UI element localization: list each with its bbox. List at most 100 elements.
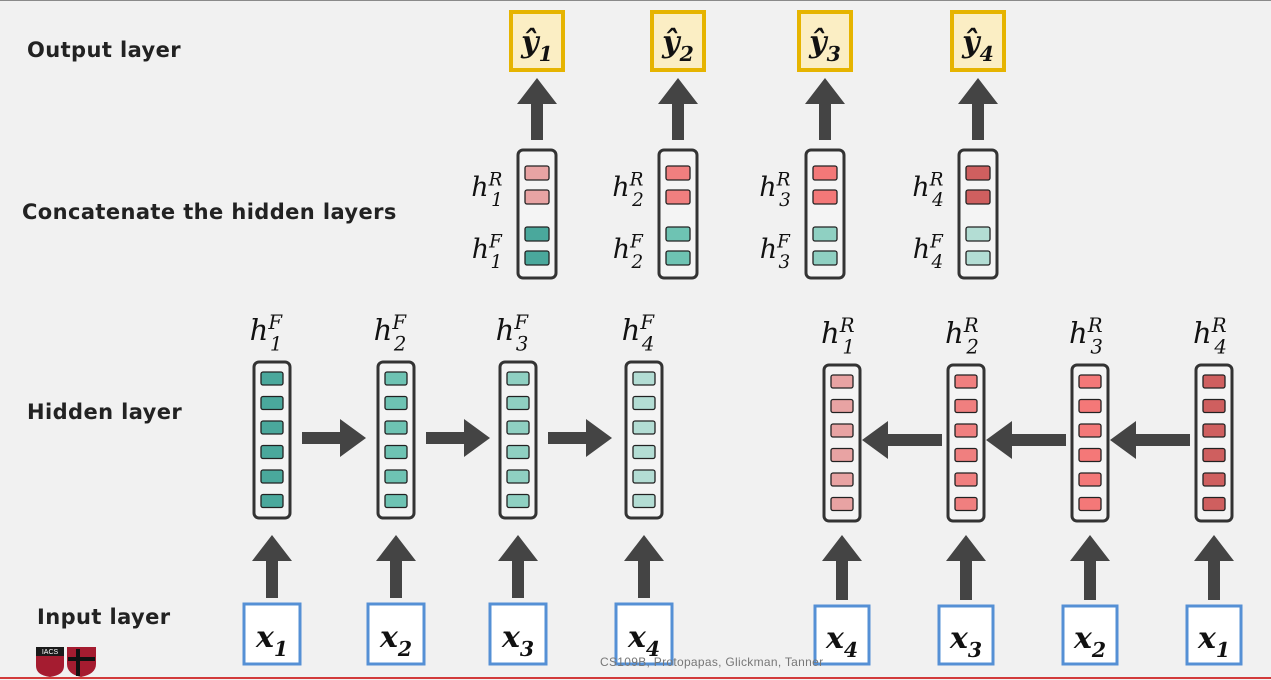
input-to-hidden-arrow [1194,535,1234,600]
hidden-unit [384,493,408,509]
forward-recurrence-arrow [302,419,366,457]
concat-f-unit [524,226,550,242]
forward-input-box [614,602,674,666]
hidden-unit [830,423,854,438]
hidden-unit [506,395,530,411]
hidden-to-output-arrow [658,78,698,140]
hidden-unit [260,371,284,386]
hidden-unit [1202,374,1226,389]
reverse-recurrence-arrow [1110,421,1190,459]
output-label: ŷ4 [961,25,994,66]
bottom-border-line [0,677,1271,679]
concat-r-unit [665,189,691,205]
input-layer-label: Input layer [37,605,171,629]
hidden-unit [954,374,978,389]
hidden-unit [260,493,284,509]
hidden-to-output-arrow [517,78,557,140]
hidden-unit [830,398,854,414]
hidden-unit [260,395,284,411]
hidden-unit [1078,472,1102,487]
reverse-input-box [813,604,871,666]
concat-f-unit [965,250,991,266]
concat-r-unit [524,165,550,181]
input-to-hidden-arrow [624,535,664,598]
hidden-unit [384,420,408,435]
output-box [950,10,1006,72]
concat-r-unit [524,189,550,205]
hidden-to-output-arrow [805,78,845,140]
input-to-hidden-arrow [498,535,538,598]
concat-r-unit [965,189,991,205]
concat-f-unit [812,250,838,266]
forward-input-label: x1 [255,620,288,661]
hidden-unit [1202,447,1226,463]
hidden-unit [1202,496,1226,512]
hidden-unit [632,395,656,411]
hidden-unit [1078,496,1102,512]
concat-f-unit [665,250,691,266]
hidden-unit [384,444,408,460]
footer-credit: CS109B, Protopapas, Glickman, Tanner [600,655,824,669]
hidden-unit [954,496,978,512]
forward-recurrence-arrow [426,419,490,457]
forward-input-label: x2 [379,620,412,661]
reverse-recurrence-arrow [986,421,1066,459]
top-border-line [0,0,1271,1]
output-label: ŷ2 [661,25,694,66]
hidden-unit [632,444,656,460]
reverse-input-label: x3 [949,621,982,662]
forward-recurrence-arrow [548,419,612,457]
hidden-unit [954,398,978,414]
reverse-recurrence-arrow [862,421,942,459]
iacs-harvard-logo: IACS [36,647,96,677]
reverse-input-box [937,604,995,666]
concat-f-unit [812,226,838,242]
hidden-unit [1078,398,1102,414]
output-box [509,10,565,72]
concat-vector [516,148,558,280]
reverse-input-box [1061,604,1119,666]
hidden-unit [506,420,530,435]
hidden-unit [384,371,408,386]
hidden-unit [830,472,854,487]
hidden-unit [954,472,978,487]
concat-f-unit [965,226,991,242]
hidden-unit [954,447,978,463]
concat-r-unit [965,165,991,181]
concat-r-unit [665,165,691,181]
hidden-unit [632,420,656,435]
hidden-unit [632,469,656,484]
concat-f-unit [665,226,691,242]
forward-input-box [488,602,548,666]
logo-text: IACS [42,649,59,656]
hidden-unit [506,469,530,484]
hidden-unit [632,371,656,386]
concat-r-unit [812,189,838,205]
hidden-unit [632,493,656,509]
reverse-input-box [1185,604,1243,666]
concat-r-unit [812,165,838,181]
concat-vector [657,148,699,280]
input-to-hidden-arrow [252,535,292,598]
concat-vector [804,148,846,280]
output-label: ŷ1 [520,25,553,66]
hidden-unit [954,423,978,438]
hidden-unit [384,469,408,484]
hidden-unit [1202,398,1226,414]
forward-input-box [366,602,426,666]
forward-input-label: x3 [501,620,534,661]
reverse-input-label: x2 [1073,621,1106,662]
concat-layer-label: Concatenate the hidden layers [22,200,397,224]
hidden-unit [1078,447,1102,463]
hidden-unit [506,493,530,509]
